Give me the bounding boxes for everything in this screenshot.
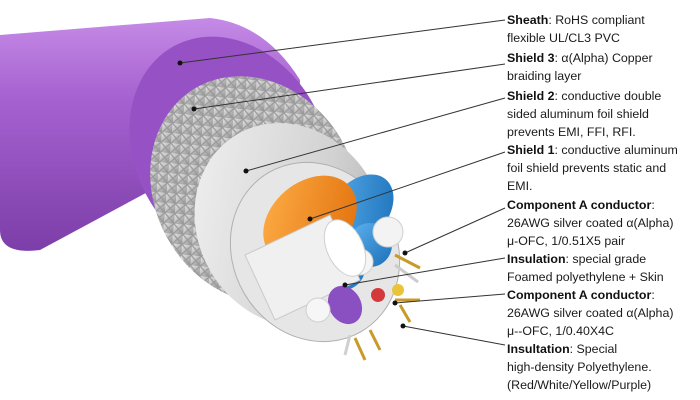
label-shield-2-line1: conductive double [561,89,662,103]
label-component-a-1-line2: 26AWG silver coated α(Alpha) [507,216,674,230]
label-insultation-line2: high-density Polyethylene. [507,360,652,374]
label-shield-1-line1: conductive aluminum [561,143,678,157]
label-component-a-1-line3: μ-OFC, 1/0.51X5 pair [507,234,626,248]
label-component-a-2-name: Component A conductor [507,288,652,302]
label-shield-3-line2: braiding layer [507,69,582,83]
label-insulation-name: Insulation [507,252,566,266]
leader-lines [179,19,506,346]
label-sheath-line1: RoHS compliant [555,13,645,27]
label-insultation-line1: Special [576,342,618,356]
label-insulation: Insulation: special grade Foamed polyeth… [507,250,697,286]
leader-insultation [402,325,506,346]
leader-shield1 [309,151,506,220]
yellow-core [392,284,404,296]
leader-dots [177,60,408,329]
label-shield-1-line3: EMI. [507,179,533,193]
label-insultation: Insultation: Special high-density Polyet… [507,340,697,394]
label-shield-3-line1: α(Alpha) Copper [561,51,653,65]
white-core-c [305,297,331,323]
leader-shield3 [193,63,506,110]
label-component-a-2-line3: μ--OFC, 1/0.40X4C [507,324,614,338]
leader-shield2 [245,97,506,172]
label-insulation-line1: special grade [572,252,647,266]
label-insulation-line2: Foamed polyethylene + Skin [507,270,664,284]
label-shield-2-name: Shield 2 [507,89,555,103]
label-shield-1: Shield 1: conductive aluminum foil shiel… [507,141,697,195]
label-sheath: Sheath: RoHS compliant flexible UL/CL3 P… [507,11,697,47]
label-insultation-name: Insultation [507,342,570,356]
label-component-a-2: Component A conductor: 26AWG silver coat… [507,286,697,340]
label-component-a-1-name: Component A conductor [507,198,652,212]
label-sheath-name: Sheath [507,13,549,27]
label-shield-3: Shield 3: α(Alpha) Copper braiding layer [507,49,697,85]
leader-sheath [179,19,506,64]
label-component-a-1: Component A conductor: 26AWG silver coat… [507,196,697,250]
leader-component-a-2 [394,293,506,304]
leader-component-a-1 [404,207,506,254]
red-core [371,288,385,302]
label-shield-1-name: Shield 1 [507,143,555,157]
label-shield-1-line2: foil shield prevents static and [507,161,667,175]
label-component-a-2-line2: 26AWG silver coated α(Alpha) [507,306,674,320]
label-shield-2-line2: sided aluminum foil shield [507,107,649,121]
label-insultation-line3: (Red/White/Yellow/Purple) [507,378,652,392]
label-shield-2-line3: prevents EMI, FFI, RFI. [507,125,636,139]
white-core-a [372,216,404,248]
leader-insulation [344,257,506,286]
label-shield-3-name: Shield 3 [507,51,555,65]
label-shield-2: Shield 2: conductive double sided alumin… [507,87,697,141]
purple-core [327,285,363,325]
label-sheath-line2: flexible UL/CL3 PVC [507,31,620,45]
